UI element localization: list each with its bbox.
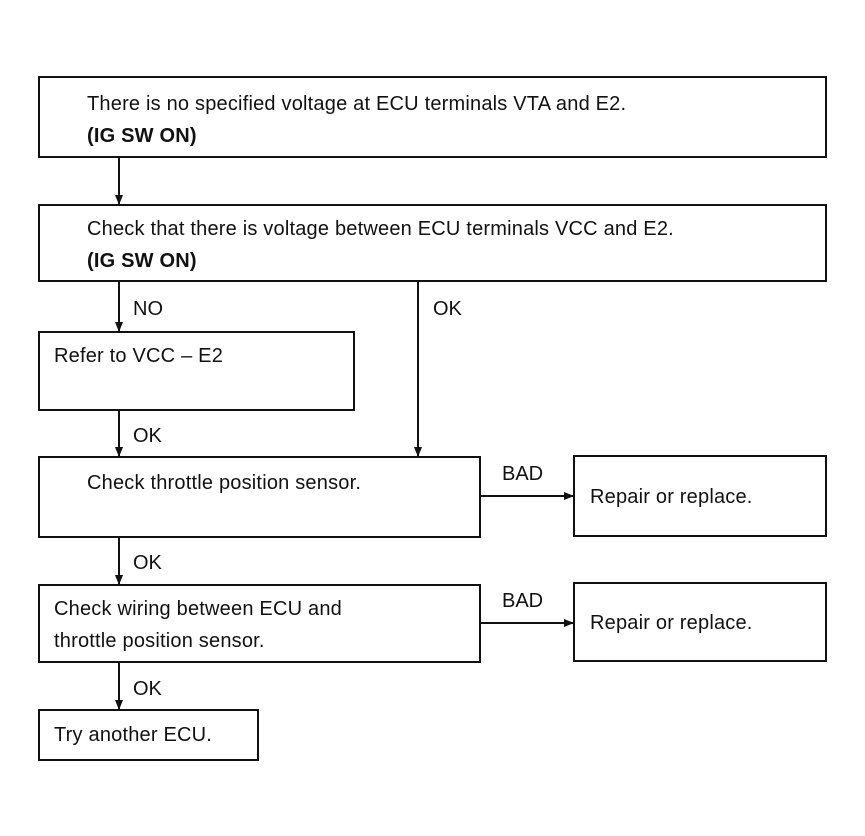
try-ecu-box [38,709,259,761]
label-ok-vcc: OK [433,298,462,320]
label-no: NO [133,298,163,320]
repair-text-2: Repair or replace. [590,612,753,634]
check-tps-text: Check throttle position sensor. [87,472,362,494]
refer-vcc-text: Refer to VCC – E2 [54,345,224,367]
check-wiring-box [38,584,481,663]
check-wiring-text-2: throttle position sensor. [54,630,265,652]
no-voltage-box [38,76,827,158]
repair-text-1: Repair or replace. [590,486,753,508]
check-wiring-text-1: Check wiring between ECU and [54,598,342,620]
repair-box-1 [573,455,827,537]
no-voltage-text: There is no specified voltage at ECU ter… [87,93,627,115]
check-tps-box [38,456,481,538]
label-ok-refer: OK [133,425,162,447]
label-bad-tps: BAD [502,463,544,485]
repair-box-2 [573,582,827,662]
check-vcc-condition: (IG SW ON) [87,250,197,272]
try-ecu-text: Try another ECU. [54,724,213,746]
label-ok-tps: OK [133,552,162,574]
label-ok-wiring: OK [133,678,162,700]
label-bad-wiring: BAD [502,590,544,612]
no-voltage-condition: (IG SW ON) [87,125,197,147]
check-vcc-box [38,204,827,282]
refer-vcc-box [38,331,355,411]
check-vcc-text: Check that there is voltage between ECU … [87,218,674,240]
